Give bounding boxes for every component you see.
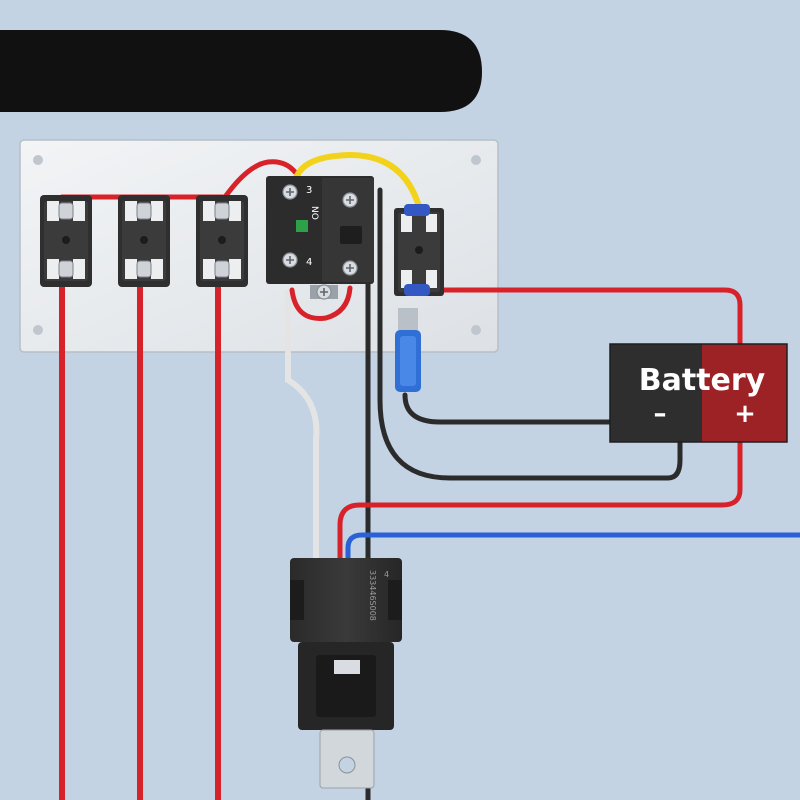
relay-pin-label: 4: [384, 570, 389, 579]
blue-crimp-connector: [395, 308, 421, 392]
terminal-screw-icon: [342, 260, 358, 276]
relay-part-number: 333446S008: [368, 570, 377, 621]
terminal-3-label: 3: [306, 185, 312, 196]
panel-fuse-block[interactable]: [394, 204, 444, 296]
battery: Battery – +: [609, 343, 788, 443]
no-switch-block[interactable]: 3 4 NO: [266, 176, 374, 300]
rocker-switch-2[interactable]: [117, 194, 171, 288]
battery-negative-label: –: [654, 399, 667, 429]
panel-hole: [33, 155, 43, 165]
battery-positive-side: [702, 344, 787, 442]
red-wires-down: [59, 277, 221, 800]
white-wire: [285, 289, 320, 573]
bracket-screw-icon: [316, 284, 332, 300]
redacted-bar: [0, 30, 482, 112]
terminal-screw-icon: [282, 184, 298, 200]
battery-positive-label: +: [734, 399, 756, 429]
relay-holder[interactable]: 333446S008 4: [290, 558, 402, 789]
battery-negative-side: [610, 344, 706, 442]
panel-hole: [471, 155, 481, 165]
rocker-switch-3[interactable]: [195, 194, 249, 288]
terminal-4-label: 4: [306, 257, 312, 268]
terminal-screw-icon: [342, 192, 358, 208]
mounting-hole-icon: [338, 756, 356, 774]
panel-hole: [471, 325, 481, 335]
battery-label: Battery: [639, 363, 766, 398]
panel-hole: [33, 325, 43, 335]
yellow-wire: [292, 151, 423, 213]
contact-type-label: NO: [309, 206, 319, 220]
red-jumper-wire: [59, 159, 298, 200]
blue-wire: [345, 532, 800, 573]
rocker-switch-1[interactable]: [39, 194, 93, 288]
red-power-wires: [289, 285, 743, 573]
terminal-screw-icon: [282, 252, 298, 268]
